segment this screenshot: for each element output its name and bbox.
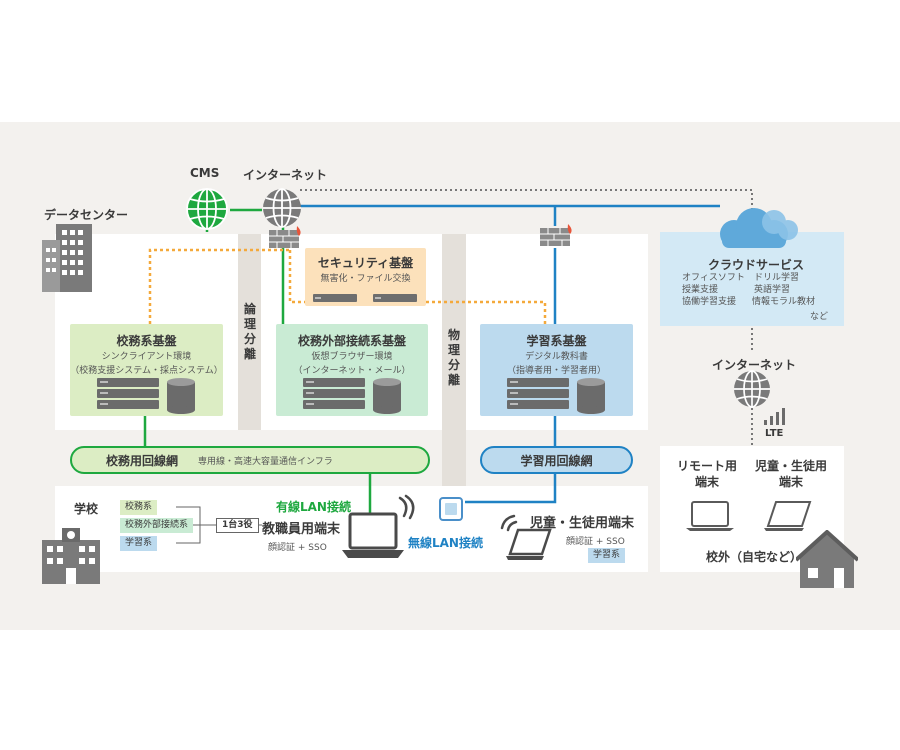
remote-terminal-line: 端末	[694, 475, 719, 489]
learning-line1: デジタル教科書	[525, 352, 588, 362]
security-right-dotted-line	[420, 300, 547, 324]
physical-separator-lower	[442, 430, 466, 486]
teacher-laptop-icon	[342, 512, 404, 558]
school-affairs-network-desc: 専用線・高速大容量通信インフラ	[198, 456, 333, 467]
student-tablet-icon	[506, 528, 552, 560]
teacher-wifi-icon	[398, 494, 415, 520]
school-label: 学校	[74, 502, 99, 516]
teacher-auth-label: 顔認証 + SSO	[268, 543, 327, 553]
cloud-service-item: ドリル学習	[754, 273, 800, 283]
security-title: セキュリティ基盤	[317, 256, 414, 270]
learning-title: 学習系基盤	[526, 334, 587, 348]
learning-network-label: 学習用回線網	[520, 453, 593, 468]
remote-laptop-icon	[686, 501, 734, 531]
external-line1: 仮想ブラウザー環境	[311, 352, 393, 362]
student-terminal-label: 児童・生徒用端末	[530, 516, 635, 531]
server-storage-icon-external	[303, 378, 401, 414]
school-building-icon	[42, 528, 100, 584]
school-affairs-network-bar: 校務用回線網 専用線・高速大容量通信インフラ	[70, 446, 430, 474]
tag-external: 校務外部接続系	[120, 518, 194, 533]
server-storage-icon-learning	[507, 378, 605, 414]
physical-separator-upper	[442, 234, 466, 430]
cloud-service-item: 情報モラル教材	[752, 297, 816, 307]
cloud-services-more: など	[810, 312, 829, 322]
security-subtitle: 無害化・ファイル交換	[320, 274, 411, 284]
student-auth-label: 顔認証 + SSO	[566, 537, 625, 547]
student-learning-tag: 学習系	[588, 548, 626, 563]
wireless-lan-label: 無線LAN接続	[408, 536, 483, 550]
cms-globe-icon	[186, 188, 228, 230]
wired-lan-label: 有線LAN接続	[276, 500, 351, 514]
server-storage-icon-school	[97, 378, 195, 414]
internet-globe-icon	[263, 188, 301, 228]
security-left-dotted-line	[148, 248, 290, 324]
tag-learning: 学習系	[120, 536, 158, 551]
school-affairs-title: 校務系基盤	[116, 334, 177, 348]
external-title: 校務外部接続系基盤	[297, 334, 406, 348]
cloud-service-item: オフィスソフト	[682, 273, 745, 283]
lte-signal-icon	[764, 408, 785, 425]
outside-student-terminal-line: 端末	[778, 475, 803, 489]
datacenter-label: データセンター	[44, 208, 129, 222]
security-inner-dotted-line	[288, 250, 305, 304]
outside-internet-label: インターネット	[712, 358, 797, 372]
outside-location-label: 校外（自宅など）	[706, 550, 803, 564]
school-affairs-line2: （校務支援システム・採点システム）	[70, 366, 223, 376]
cloud-service-item: 英語学習	[754, 285, 791, 295]
home-house-icon	[796, 530, 858, 588]
outside-student-terminal-label: 児童・生徒用 端末	[752, 458, 830, 490]
one-device-three-roles-badge: 1台3役	[216, 518, 259, 533]
school-affairs-line1: シンクライアント環境	[101, 352, 192, 362]
wireless-access-point-icon	[439, 497, 463, 521]
remote-terminal-label: リモート用 端末	[676, 458, 738, 490]
logical-separation-label: 論理分離	[243, 302, 256, 361]
learning-network-bar: 学習用回線網	[480, 446, 633, 474]
cloud-icon	[720, 208, 798, 248]
tag-school-affairs: 校務系	[120, 500, 158, 515]
remote-terminal-line: リモート用	[676, 459, 737, 473]
student-wifi-icon	[500, 514, 518, 532]
learning-line2: （指導者用・学習者用）	[506, 366, 606, 376]
school-affairs-network-label: 校務用回線網	[106, 453, 179, 468]
cloud-service-item: 協働学習支援	[682, 297, 737, 307]
cloud-services-col2: ドリル学習 英語学習 情報モラル教材	[752, 272, 815, 308]
internet-label: インターネット	[243, 168, 328, 182]
firewall-icon-right	[540, 224, 572, 246]
security-appliances-icon	[313, 294, 417, 302]
cloud-service-item: 授業支援	[682, 285, 719, 295]
outside-student-terminal-line: 児童・生徒用	[754, 459, 827, 473]
datacenter-building-icon	[42, 224, 92, 292]
outside-student-tablet-icon	[764, 501, 812, 531]
internet-cloud-dotted-line	[300, 189, 753, 210]
outside-internet-globe-icon	[734, 370, 770, 408]
lte-label: LTE	[765, 428, 784, 439]
external-line2: （インターネット・メール）	[293, 366, 411, 376]
cloud-services-col1: オフィスソフト 授業支援 協働学習支援	[682, 272, 745, 308]
logical-separator	[238, 234, 261, 430]
learning-ap-blue-line	[465, 474, 557, 504]
cloud-title: クラウドサービス	[708, 258, 805, 272]
cms-label: CMS	[190, 166, 220, 180]
teacher-terminal-label: 教職員用端末	[262, 522, 341, 537]
firewall-icon-left	[269, 226, 301, 248]
physical-separation-label: 物理分離	[447, 328, 460, 387]
